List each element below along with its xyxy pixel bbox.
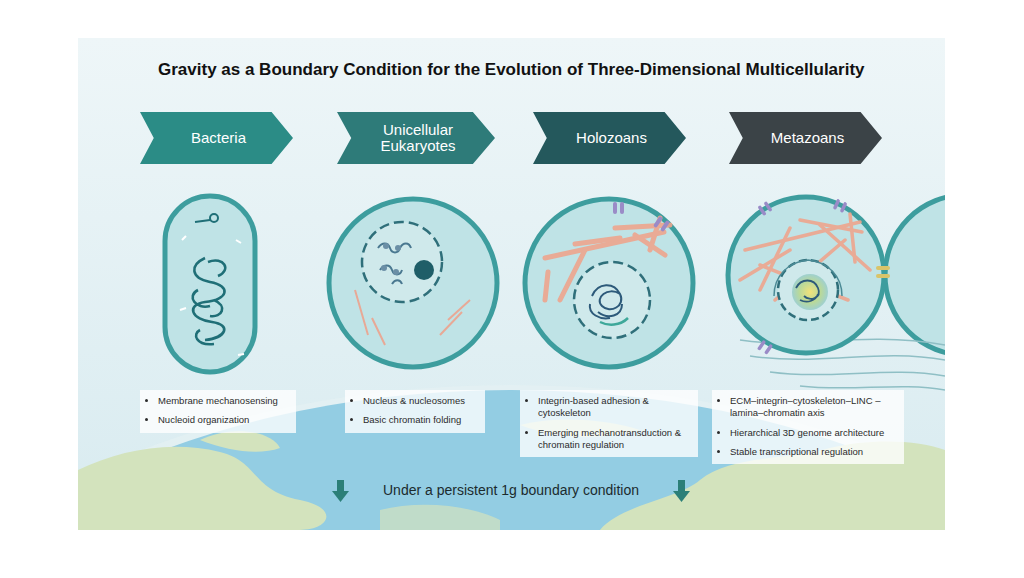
feature-bullet: Emerging mechanotransduction & chromatin… xyxy=(538,427,690,452)
chevron-fill xyxy=(140,112,293,164)
stage-chevron: Holozoans xyxy=(533,112,686,164)
stage-chevron: Unicellular Eukaryotes xyxy=(337,112,495,164)
stage-chevron: Bacteria xyxy=(140,112,293,164)
stage-label: Unicellular Eukaryotes xyxy=(337,122,495,154)
feature-bullet: Integrin-based adhesion & cytoskeleton xyxy=(538,395,690,420)
feature-bullet: Stable transcriptional regulation xyxy=(730,446,896,458)
feature-bullet: Nucleus & nucleosomes xyxy=(363,395,477,407)
stage-label: Bacteria xyxy=(169,130,264,146)
diagram-title: Gravity as a Boundary Condition for the … xyxy=(158,60,865,80)
stage-label: Holozoans xyxy=(554,130,665,146)
chevron-fill xyxy=(533,112,686,164)
stage-label: Metazoans xyxy=(749,130,862,146)
feature-panel: Integrin-based adhesion & cytoskeletonEm… xyxy=(520,390,698,457)
feature-bullet: Hierarchical 3D genome architecture xyxy=(730,427,896,439)
feature-bullet: Basic chromatin folding xyxy=(363,414,477,426)
chevron-fill xyxy=(337,112,495,164)
footer-note: Under a persistent 1g boundary condition xyxy=(383,482,639,498)
feature-panel: ECM–integrin–cytoskeleton–LINC –lamina–c… xyxy=(712,390,904,464)
feature-bullet: Membrane mechanosensing xyxy=(158,395,288,407)
stage-chevron: Metazoans xyxy=(729,112,882,164)
feature-panel: Nucleus & nucleosomesBasic chromatin fol… xyxy=(345,390,485,433)
feature-bullet: ECM–integrin–cytoskeleton–LINC –lamina–c… xyxy=(730,395,896,420)
chevron-fill xyxy=(729,112,882,164)
feature-panel: Membrane mechanosensingNucleoid organiza… xyxy=(140,390,296,433)
feature-bullet: Nucleoid organization xyxy=(158,414,288,426)
